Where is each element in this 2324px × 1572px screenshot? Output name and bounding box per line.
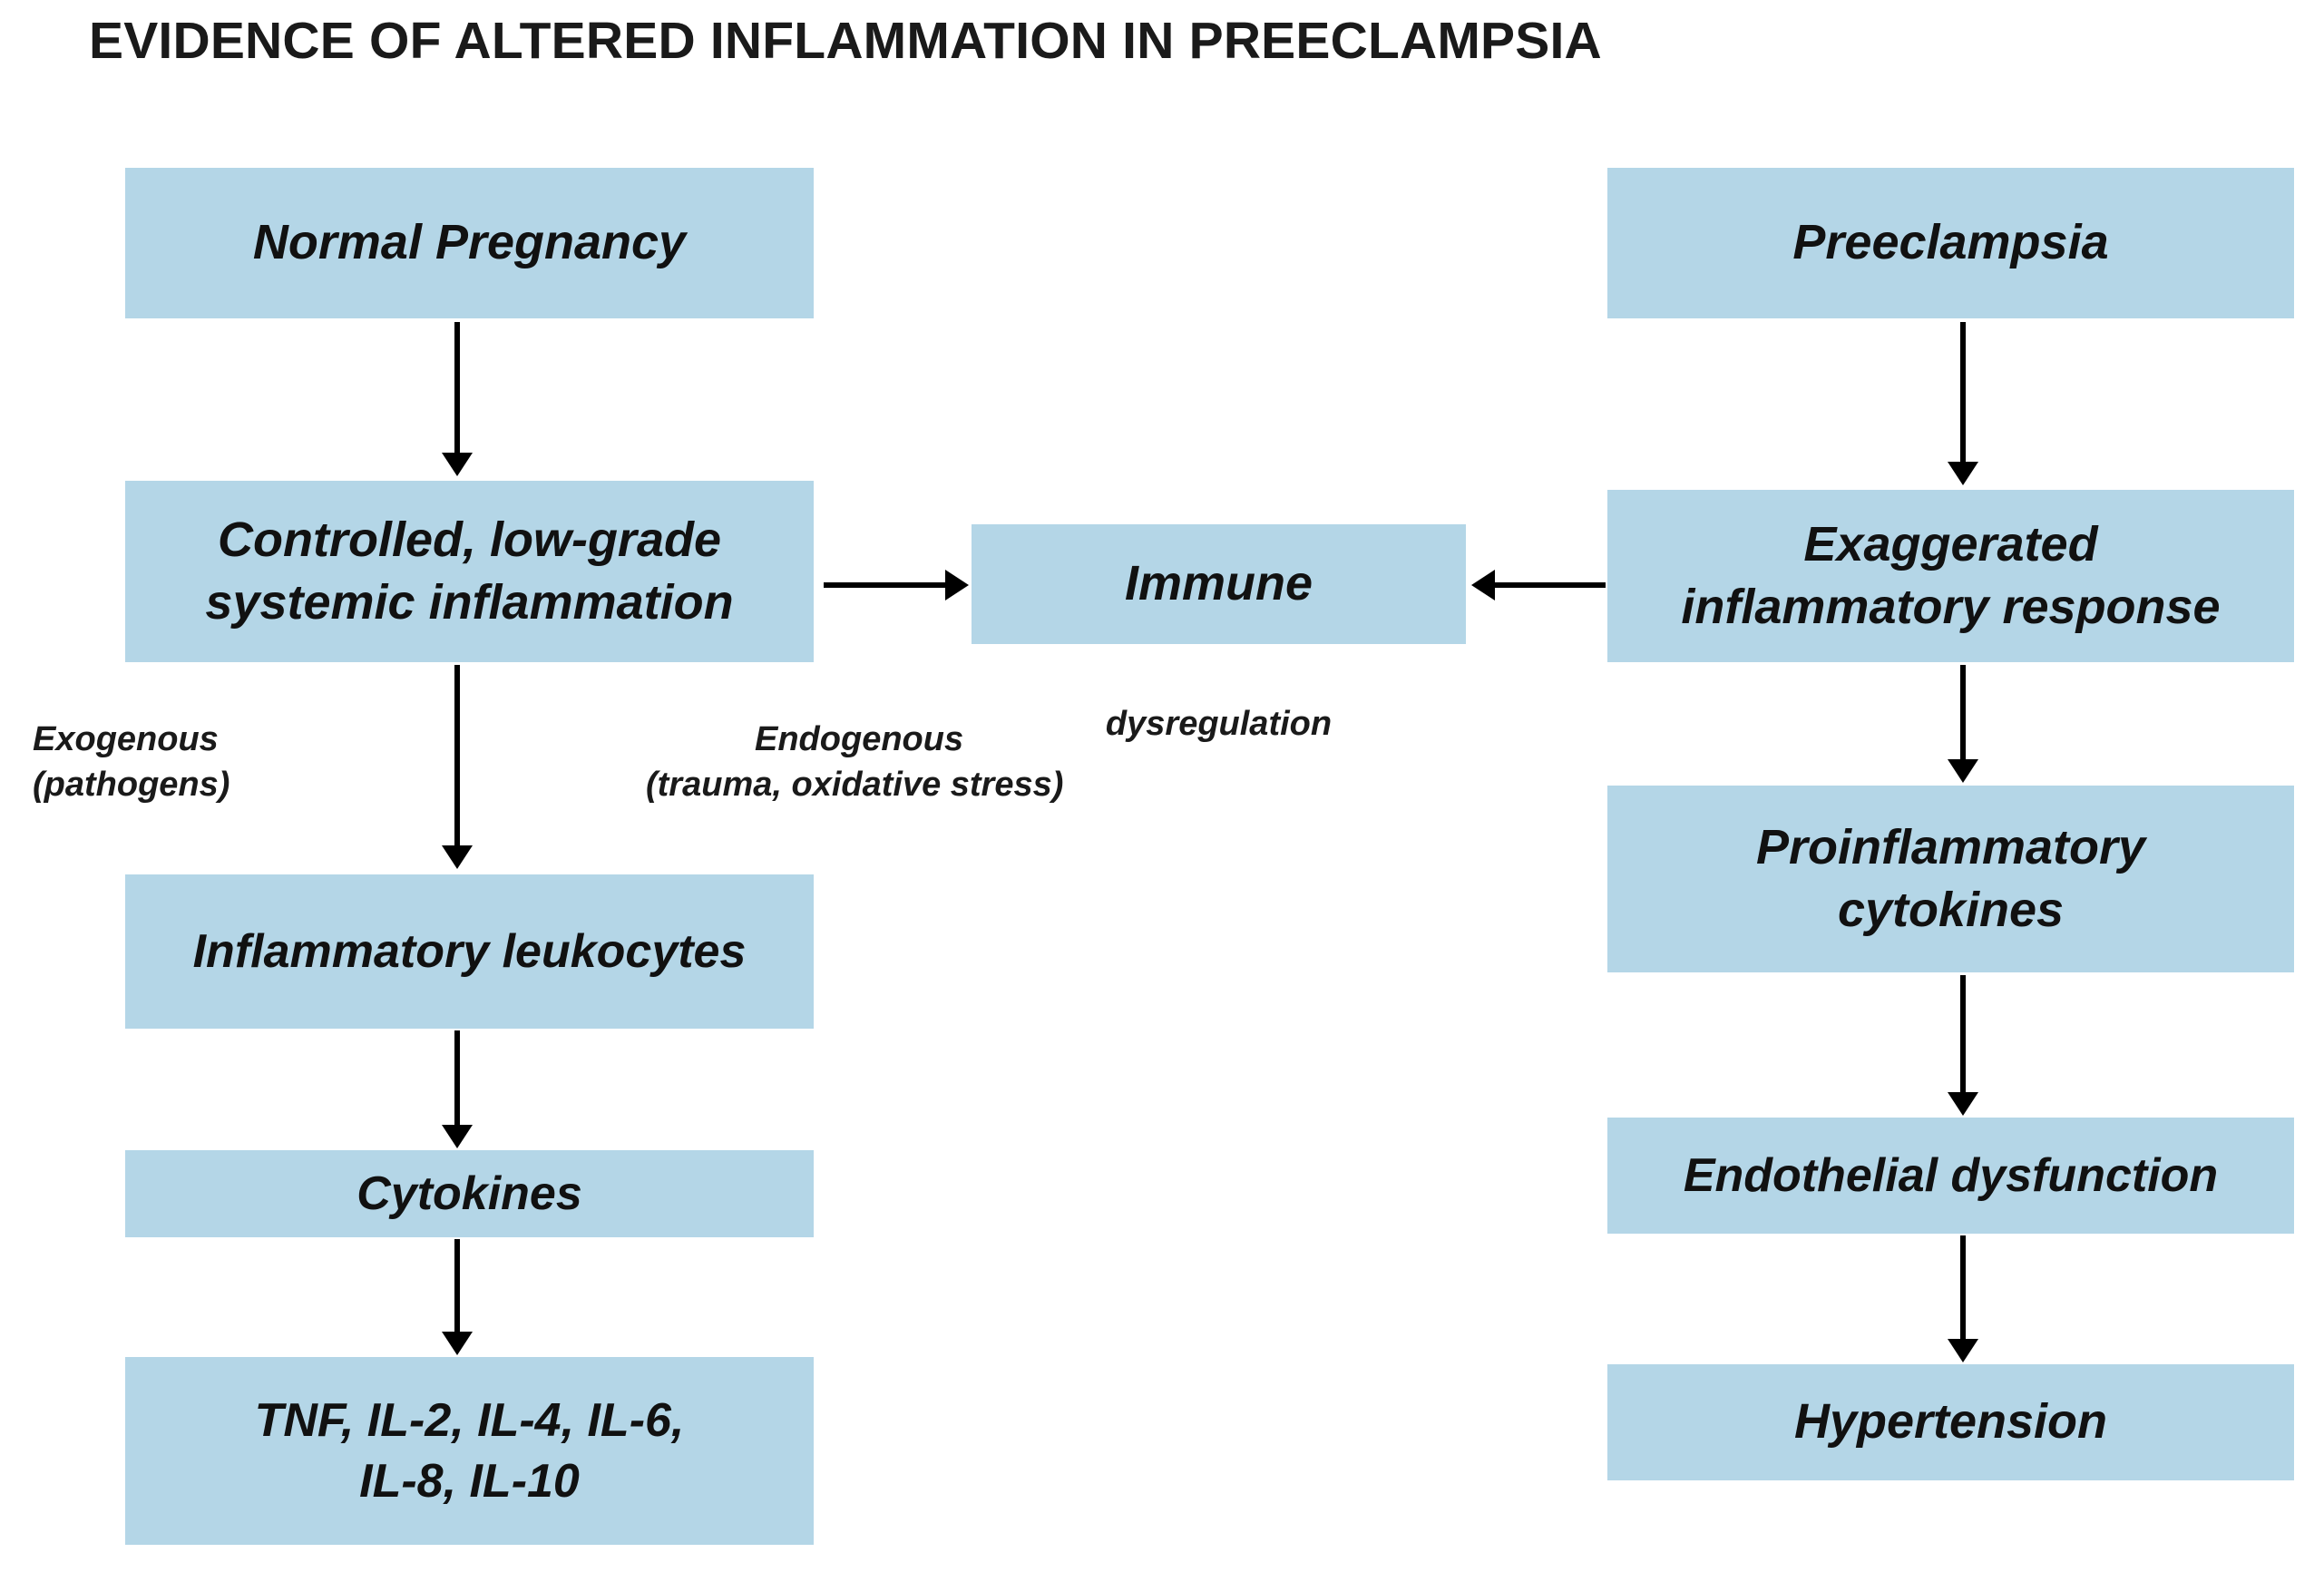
immune-dysregulation-caption-text: dysregulation [1105, 705, 1333, 744]
arrow-proinflammatory-to-endothelial [1936, 975, 1990, 1116]
box-proinflammatory-cytokines-line2: cytokines [1837, 883, 2065, 937]
box-controlled-inflammation: Controlled, low-grade systemic inflammat… [125, 481, 814, 662]
box-endothelial-dysfunction: Endothelial dysfunction [1607, 1118, 2294, 1234]
box-normal-pregnancy: Normal Pregnancy [125, 168, 814, 318]
box-controlled-inflammation-line2: systemic inflammation [205, 575, 734, 630]
box-cytokine-list-line1: TNF, IL-2, IL-4, IL-6, [254, 1393, 685, 1447]
annotation-exogenous: Exogenous (pathogens) [33, 717, 229, 807]
box-cytokines-label: Cytokines [356, 1167, 582, 1220]
arrow-preeclampsia-to-exaggerated [1936, 322, 1990, 485]
annotation-exogenous-line2: (pathogens) [33, 766, 230, 805]
box-endothelial-dysfunction-label: Endothelial dysfunction [1683, 1148, 2219, 1202]
box-immune-label: Immune [1124, 556, 1313, 611]
box-exaggerated-response: Exaggerated inflammatory response [1607, 490, 2294, 662]
arrow-exaggerated-to-proinflammatory [1936, 665, 1990, 783]
box-inflammatory-leukocytes-label: Inflammatory leukocytes [192, 924, 747, 978]
arrow-exaggerated-to-immune [1471, 562, 1606, 608]
box-exaggerated-response-line2: inflammatory response [1681, 580, 2221, 634]
box-exaggerated-response-line1: Exaggerated [1803, 516, 2098, 571]
immune-dysregulation-caption: dysregulation [972, 656, 1466, 747]
box-proinflammatory-cytokines: Proinflammatory cytokines [1607, 786, 2294, 972]
box-preeclampsia: Preeclampsia [1607, 168, 2294, 318]
box-immune-dysregulation: Immune [972, 524, 1466, 644]
annotation-endogenous-line1: Endogenous [755, 720, 964, 758]
box-hypertension: Hypertension [1607, 1364, 2294, 1480]
annotation-endogenous: Endogenous (trauma, oxidative stress) [646, 717, 1063, 807]
box-inflammatory-leukocytes: Inflammatory leukocytes [125, 874, 814, 1029]
arrow-cytokines-to-list [430, 1239, 484, 1355]
box-cytokine-list-line2: IL-8, IL-10 [359, 1454, 580, 1508]
box-cytokines: Cytokines [125, 1150, 814, 1237]
page-title: EVIDENCE OF ALTERED INFLAMMATION IN PREE… [89, 12, 1602, 70]
arrow-controlled-to-immune [824, 562, 969, 608]
box-hypertension-label: Hypertension [1793, 1394, 2108, 1450]
arrow-normal-to-controlled [430, 322, 484, 476]
annotation-exogenous-line1: Exogenous [33, 720, 219, 758]
box-cytokine-list: TNF, IL-2, IL-4, IL-6, IL-8, IL-10 [125, 1357, 814, 1545]
box-normal-pregnancy-label: Normal Pregnancy [252, 215, 687, 270]
annotation-endogenous-line2: (trauma, oxidative stress) [646, 766, 1064, 805]
box-controlled-inflammation-line1: Controlled, low-grade [217, 512, 721, 567]
box-preeclampsia-label: Preeclampsia [1792, 215, 2109, 270]
arrow-leukocytes-to-cytokines [430, 1030, 484, 1148]
arrow-controlled-to-leukocytes [430, 665, 484, 869]
box-proinflammatory-cytokines-line1: Proinflammatory [1755, 819, 2146, 874]
arrow-endothelial-to-hypertension [1936, 1235, 1990, 1362]
